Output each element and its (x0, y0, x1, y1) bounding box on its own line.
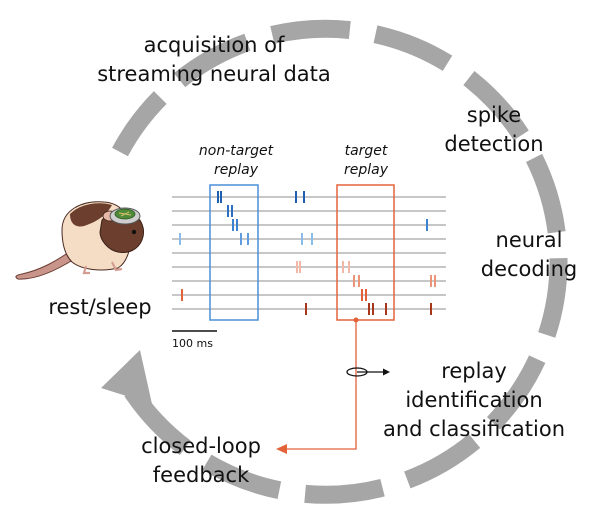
cycle-arc (112, 19, 568, 504)
non-target-replay-label: non-target replay (186, 142, 286, 180)
rat-icon (15, 201, 145, 280)
step-spike-detection: spike detection (438, 101, 550, 159)
rat-back-patch (70, 203, 112, 227)
step-neural-decoding: neural decoding (472, 226, 586, 284)
scale-bar-label: 100 ms (172, 337, 213, 350)
feedback-arrowhead (276, 444, 287, 454)
target-replay-box (336, 184, 395, 321)
cycle-arrowhead (101, 350, 152, 404)
step-acquisition-line-2: streaming neural data (97, 62, 331, 86)
step-rest-sleep: rest/sleep (36, 293, 164, 322)
step-spike-detection-line-2: detection (444, 132, 544, 156)
step-closed-loop-feedback-line-2: feedback (152, 463, 250, 487)
step-replay-identification-line-2: identification (405, 388, 543, 412)
rat-tail (15, 249, 77, 280)
non-target-replay-box (209, 184, 259, 321)
step-rest-sleep-line-1: rest/sleep (48, 295, 152, 319)
target-replay-label-line-1: target (344, 143, 388, 159)
step-closed-loop-feedback-line-1: closed-loop (141, 434, 261, 458)
step-replay-identification: replay identification and classification (366, 357, 582, 444)
step-acquisition-line-1: acquisition of (143, 33, 285, 57)
detector-arrowhead (383, 368, 390, 376)
implant-wire (120, 211, 130, 217)
step-replay-identification-line-3: and classification (382, 417, 566, 441)
target-replay-label: target replay (326, 142, 406, 180)
non-target-replay-label-line-1: non-target (198, 143, 274, 159)
rat-hind-paw (82, 265, 90, 275)
raster-lines (172, 196, 446, 310)
non-target-replay-label-line-2: replay (213, 162, 258, 178)
cycle-arrow (101, 19, 568, 504)
step-neural-decoding-line-2: decoding (480, 257, 578, 281)
rat-eye (131, 229, 137, 235)
target-replay-label-line-2: replay (343, 162, 388, 178)
spike-raster (179, 191, 436, 315)
step-spike-detection-line-1: spike (466, 103, 522, 127)
rat-front-paw (111, 261, 123, 272)
step-replay-identification-line-1: replay (441, 359, 507, 383)
step-closed-loop-feedback: closed-loop feedback (125, 432, 277, 490)
feedback-connection (276, 317, 390, 454)
feedback-line (286, 320, 357, 450)
step-acquisition: acquisition of streaming neural data (82, 31, 346, 89)
implant-icon (109, 207, 141, 225)
step-neural-decoding-line-1: neural (495, 228, 563, 252)
